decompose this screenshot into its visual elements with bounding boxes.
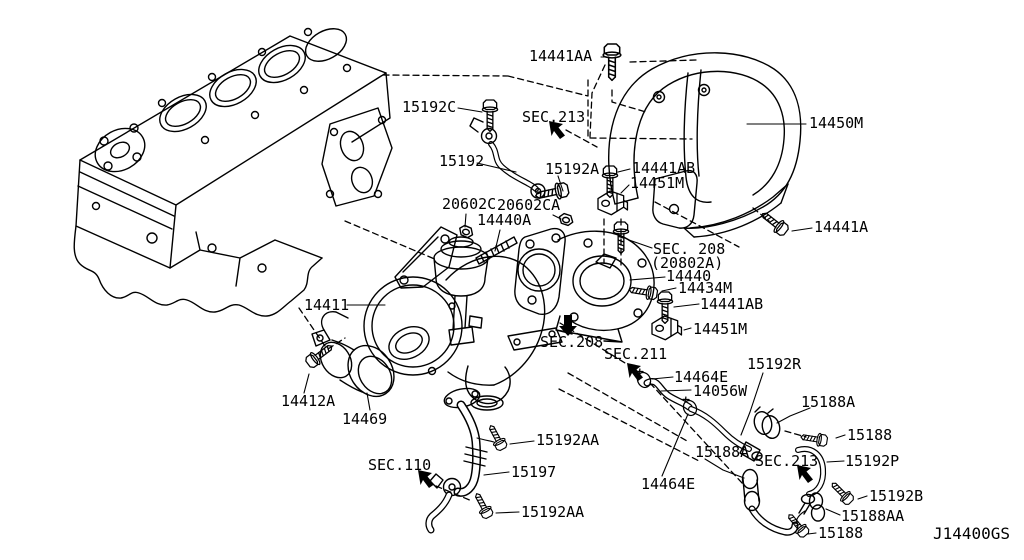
part-label-14441AB-2[interactable]: 14441AB	[700, 295, 764, 313]
outlet-adapter-drawing	[514, 227, 655, 343]
part-label-14441AB-1[interactable]: 14441AB	[632, 159, 696, 177]
part-label-14469[interactable]: 14469	[342, 410, 388, 428]
part-label-15192AA-2[interactable]: 15192AA	[521, 503, 585, 521]
section-ref-208-mid[interactable]: SEC.208	[540, 333, 604, 351]
turbocharger-drawing	[363, 226, 563, 411]
part-label-14411[interactable]: 14411	[304, 296, 350, 314]
part-label-20602CA[interactable]: 20602CA	[497, 196, 561, 214]
section-ref-208-line1[interactable]: SEC. 208	[653, 240, 726, 258]
section-ref-208-line2[interactable]: (20802A)	[651, 254, 724, 272]
hose-circuit-drawing	[643, 378, 827, 536]
part-label-15192A[interactable]: 15192A	[545, 160, 600, 178]
part-label-15188-2[interactable]: 15188	[818, 524, 864, 542]
part-label-14464E-2[interactable]: 14464E	[641, 475, 696, 493]
air-duct-drawing	[311, 311, 395, 398]
part-label-14412A[interactable]: 14412A	[281, 392, 336, 410]
part-label-15192R[interactable]: 15192R	[747, 355, 802, 373]
part-label-20602C[interactable]: 20602C	[442, 195, 497, 213]
part-label-14464E-1[interactable]: 14464E	[674, 368, 729, 386]
dashed-lines	[298, 59, 807, 502]
part-label-15192B[interactable]: 15192B	[869, 487, 924, 505]
part-label-14056W[interactable]: 14056W	[693, 382, 748, 400]
part-label-15192AA-1[interactable]: 15192AA	[536, 431, 600, 449]
part-label-14441A[interactable]: 14441A	[814, 218, 869, 236]
part-label-15188-1[interactable]: 15188	[847, 426, 893, 444]
part-label-15192C[interactable]: 15192C	[402, 98, 457, 116]
part-label-14441AA[interactable]: 14441AA	[529, 47, 593, 65]
figure-code: J14400GS	[933, 524, 1011, 543]
section-ref-213-top[interactable]: SEC.213	[522, 108, 586, 126]
section-ref-110[interactable]: SEC.110	[368, 456, 432, 474]
part-label-14440[interactable]: 14440	[666, 267, 712, 285]
part-label-15188A-2[interactable]: 15188A	[695, 443, 750, 461]
part-label-14434M[interactable]: 14434M	[678, 279, 733, 297]
part-label-15192P[interactable]: 15192P	[845, 452, 900, 470]
section-ref-211[interactable]: SEC.211	[604, 345, 668, 363]
fasteners-drawing	[303, 43, 857, 540]
section-ref-213-bottom[interactable]: SEC.213	[755, 452, 819, 470]
part-label-15188A-1[interactable]: 15188A	[801, 393, 856, 411]
part-label-14450M[interactable]: 14450M	[809, 114, 864, 132]
part-label-14440A[interactable]: 14440A	[477, 211, 532, 229]
part-label-15192[interactable]: 15192	[439, 152, 485, 170]
part-label-14451M-1[interactable]: 14451M	[630, 174, 685, 192]
heat-shield-drawing	[608, 52, 802, 238]
engine-block-drawing	[73, 27, 393, 317]
part-label-14451M-2[interactable]: 14451M	[693, 320, 748, 338]
part-label-15188AA[interactable]: 15188AA	[841, 507, 905, 525]
leader-lines	[303, 56, 868, 535]
part-label-15197[interactable]: 15197	[511, 463, 557, 481]
